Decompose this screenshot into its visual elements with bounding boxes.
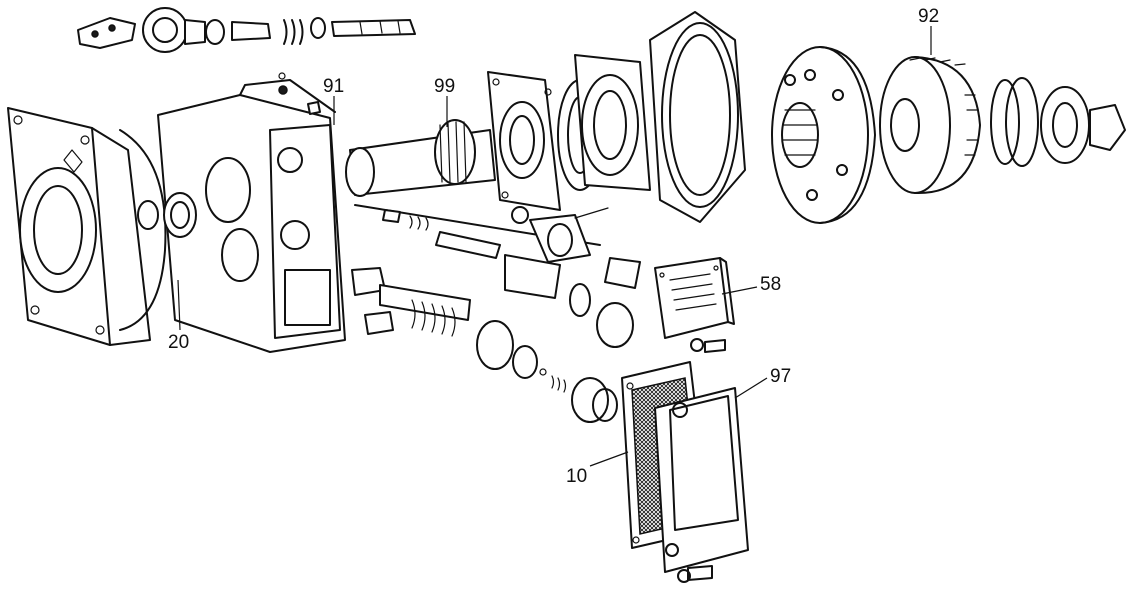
callout-20: 20 bbox=[168, 332, 189, 353]
valve-spool-upper bbox=[354, 204, 634, 348]
large-ring-gasket bbox=[649, 11, 746, 223]
square-flange-plate bbox=[487, 71, 561, 211]
leader-10 bbox=[589, 451, 629, 467]
callout-10: 10 bbox=[566, 466, 587, 487]
leader-20 bbox=[177, 279, 181, 331]
cover-97 bbox=[654, 387, 749, 583]
data-plate-58 bbox=[654, 257, 735, 353]
leader-97 bbox=[734, 377, 768, 399]
splined-disc bbox=[771, 46, 876, 224]
gasket-20 bbox=[119, 129, 167, 331]
callout-labels: 92 91 99 58 20 97 10 bbox=[168, 6, 939, 487]
bearing-housing bbox=[557, 54, 651, 191]
splined-shaft-99 bbox=[345, 119, 496, 197]
callout-leaders bbox=[177, 26, 932, 467]
main-housing bbox=[157, 72, 346, 353]
right-rings-bearing bbox=[990, 77, 1126, 167]
control-valve-body bbox=[511, 206, 641, 289]
callout-91: 91 bbox=[323, 76, 344, 97]
callout-92: 92 bbox=[918, 6, 939, 27]
callout-99: 99 bbox=[434, 76, 455, 97]
callout-97: 97 bbox=[770, 366, 791, 387]
valve-spool-lower bbox=[351, 267, 618, 423]
top-fitting-parts bbox=[77, 7, 416, 53]
leader-58 bbox=[721, 286, 758, 295]
planetary-gear-92 bbox=[879, 56, 981, 195]
left-flange-cover bbox=[7, 107, 151, 346]
callout-58: 58 bbox=[760, 274, 781, 295]
